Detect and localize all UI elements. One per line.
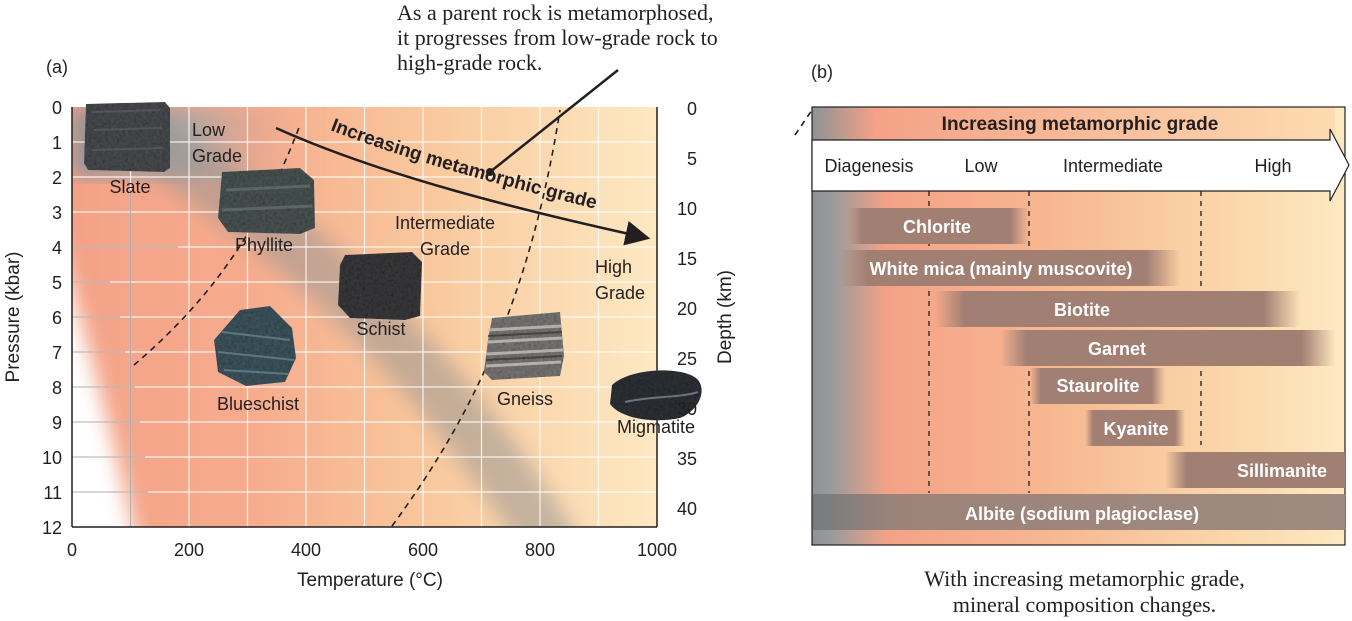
bar-biotite [935,291,1300,327]
rock-migmatite [610,370,702,421]
depth-tick: 0 [687,99,697,119]
zone-high-label: Grade [595,283,645,303]
pressure-tick: 10 [42,448,62,468]
callout-line: it progresses from low-grade rock to [397,25,718,50]
rock-phyllite [218,168,315,234]
grade-arrow [275,126,651,246]
callout-pointer [489,69,619,173]
depth-tick: 20 [677,299,697,319]
callout-dot [486,168,494,176]
grade-label: High [1254,156,1291,176]
temperature-tick: 800 [525,540,555,560]
pressure-tick: 7 [52,343,62,363]
y-axis-left-title: Pressure (kbar) [3,252,24,383]
pressure-tick: 2 [52,168,62,188]
depth-tick: 30 [677,399,697,419]
zone-intermediate-label: Grade [420,239,470,259]
rock-blueschist [214,306,296,386]
grade-boundaries [133,109,813,527]
mineral-label-white-mica: White mica (mainly muscovite) [869,259,1132,279]
temperature-tick: 200 [174,540,204,560]
pressure-tick: 1 [52,133,62,153]
pressure-tick: 0 [52,98,62,118]
mineral-label-biotite: Biotite [1054,300,1110,320]
panel-b-header-bg [813,108,1335,140]
zone-low-label: Low [192,120,226,140]
panel-b-letter: (b) [811,62,833,82]
grade-arrow-band [811,128,1350,202]
bar-staurolite [1030,368,1165,404]
pressure-tick: 12 [42,518,62,538]
bar-white-mica [840,250,1180,286]
rock-label-gneiss: Gneiss [497,389,553,409]
temperature-tick: 400 [291,540,321,560]
mineral-label-sillimanite: Sillimanite [1237,461,1327,481]
caption-line: With increasing metamorphic grade, [924,566,1245,591]
temperature-tick: 1000 [637,540,677,560]
plot-axes [71,107,658,528]
depth-tick: 10 [677,199,697,219]
temperature-tick: 600 [408,540,438,560]
panel-b-caption: With increasing metamorphic grade, miner… [872,566,1297,618]
bar-garnet [1000,330,1335,366]
zone-intermediate-label: Intermediate [395,213,495,233]
bar-chlorite [848,208,1028,244]
callout-line: As a parent rock is metamorphosed, [397,0,714,25]
pressure-tick: 9 [52,413,62,433]
bar-albite [813,494,1345,530]
mineral-label-staurolite: Staurolite [1056,376,1139,396]
mineral-label-albite: Albite (sodium plagioclase) [965,504,1199,524]
depth-tick: 5 [687,149,697,169]
zone-high-label: High [595,257,632,277]
depth-tick: 40 [677,499,697,519]
grade-label: Low [964,156,998,176]
caption-line: mineral composition changes. [952,592,1217,617]
depth-tick: 25 [677,349,697,369]
pressure-tick: 6 [52,308,62,328]
rock-slate [84,102,170,172]
panel-a-letter: (a) [46,57,68,77]
zone-low-label: Grade [192,146,242,166]
mineral-label-garnet: Garnet [1088,339,1146,359]
pressure-tick: 8 [52,378,62,398]
grade-label: Intermediate [1063,156,1163,176]
rock-label-blueschist: Blueschist [217,394,299,414]
mineral-label-chlorite: Chlorite [903,217,971,237]
callout-line: high-grade rock. [397,50,543,75]
rock-label-schist: Schist [356,319,405,339]
rock-label-phyllite: Phyllite [235,235,293,255]
rock-label-migmatite: Migmatite [617,417,695,437]
callout-text: As a parent rock is metamorphosed, it pr… [397,0,718,75]
depth-tick: 35 [677,449,697,469]
pressure-tick: 11 [43,483,62,503]
mineral-label-kyanite: Kyanite [1103,419,1168,439]
depth-tick: 15 [677,249,697,269]
panel-b-header: Increasing metamorphic grade [942,114,1219,135]
plot-grid [72,107,657,527]
grade-label: Diagenesis [824,156,913,176]
pressure-tick: 4 [52,238,62,258]
pressure-tick: 5 [52,273,62,293]
temperature-tick: 0 [67,540,77,560]
rock-schist [338,252,422,320]
rock-label-slate: Slate [109,177,150,197]
bar-kyanite [1085,410,1185,446]
bar-sillimanite [1165,452,1345,488]
y-axis-right-title: Depth (km) [715,270,736,364]
rock-gneiss [484,312,564,380]
pressure-tick: 3 [52,203,62,223]
x-axis-title: Temperature (°C) [297,570,443,591]
